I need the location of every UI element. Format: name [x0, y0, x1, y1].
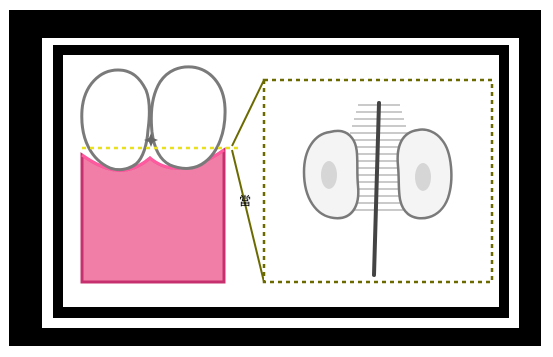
detail-connector [231, 79, 265, 283]
connector-line-top [231, 79, 265, 147]
connector-line-bottom [231, 149, 265, 283]
gum-tissue [80, 147, 226, 284]
right-molar [149, 65, 227, 170]
right-tooth-section [396, 128, 453, 220]
left-molar [80, 68, 151, 172]
interdental-brush-icon [302, 101, 453, 277]
left-tooth-section [302, 129, 360, 220]
teeth-side-view-icon [80, 65, 238, 284]
brush-wire [372, 101, 381, 277]
spark-icon [144, 133, 158, 147]
detail-label: 當 [239, 194, 251, 208]
